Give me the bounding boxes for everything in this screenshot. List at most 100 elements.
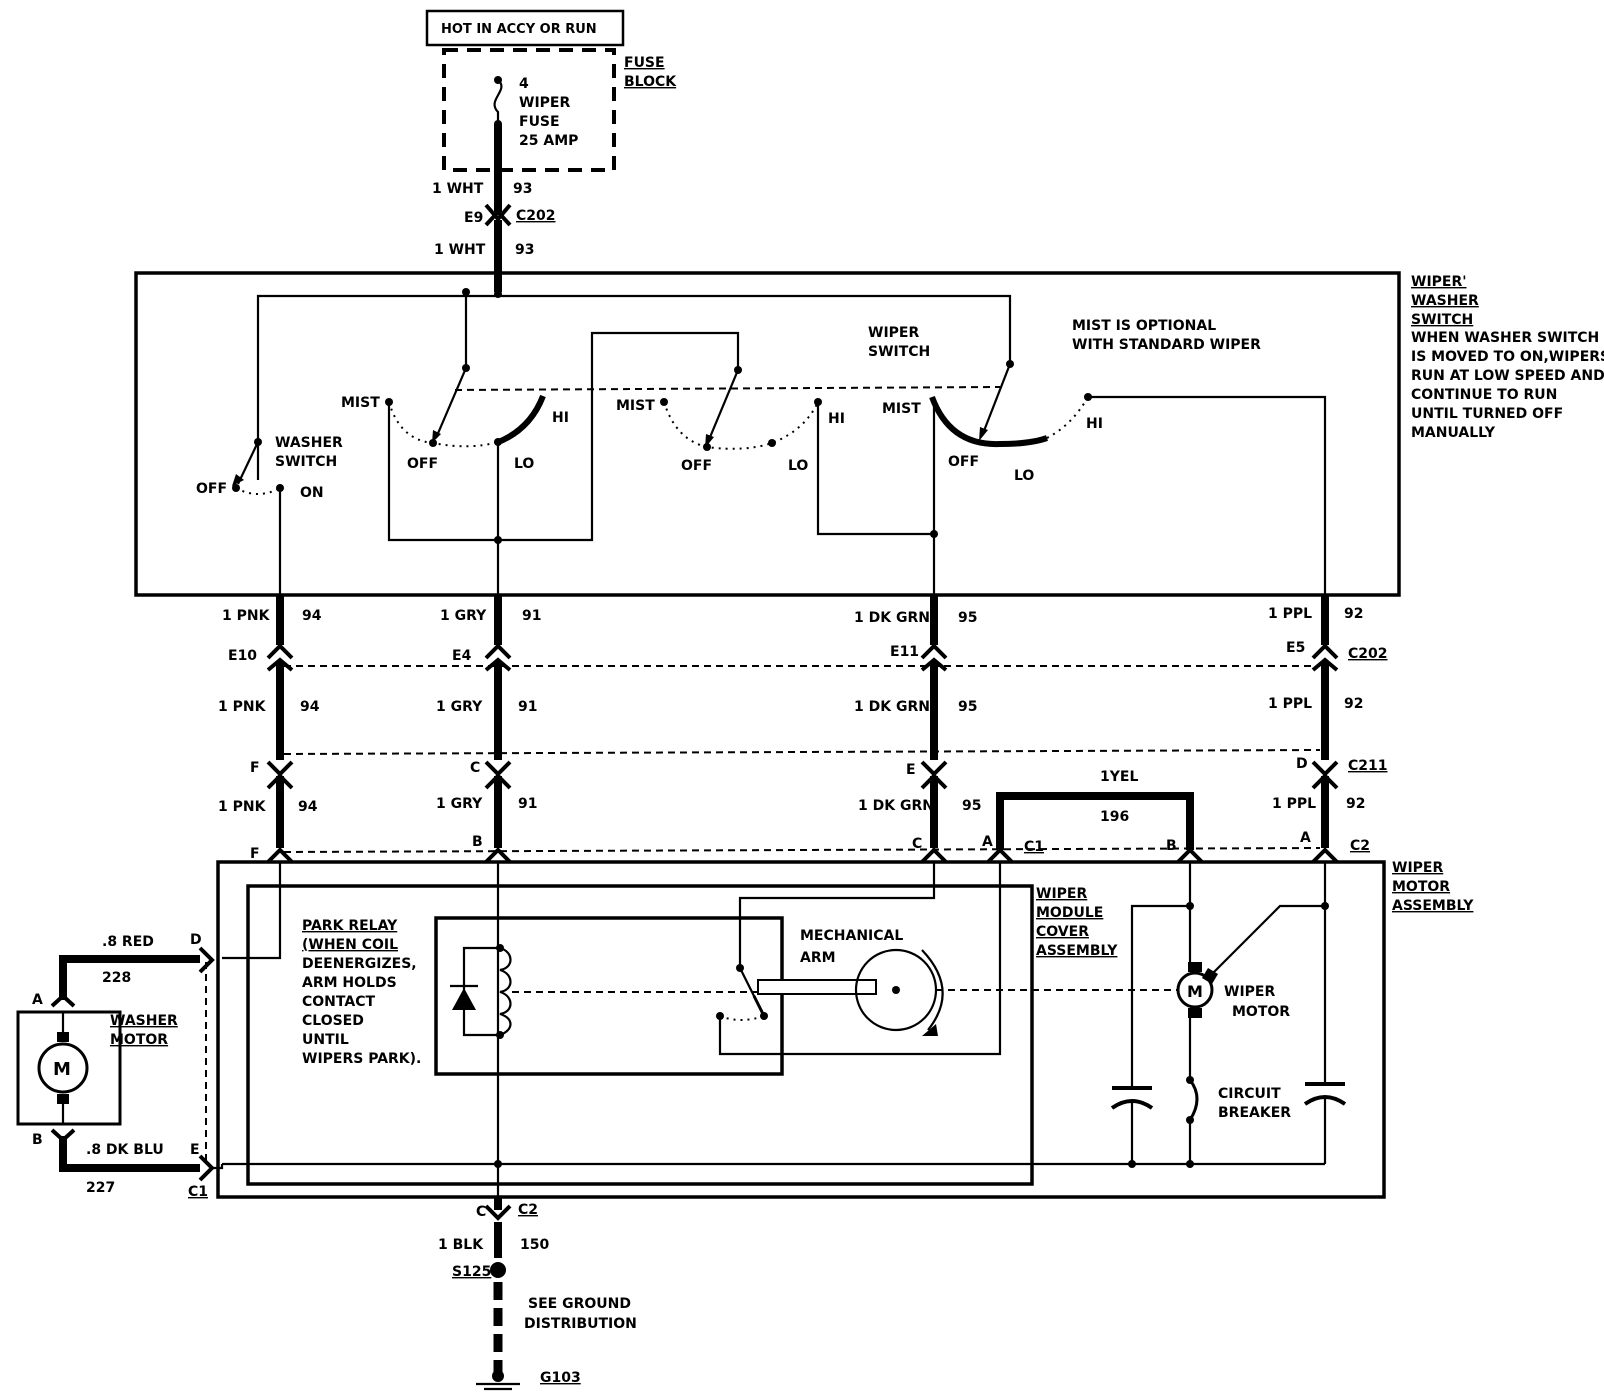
switch-2-travel [663, 401, 819, 450]
lo-label-3: LO [1014, 468, 1034, 484]
ground-bus-node [1128, 1160, 1136, 1168]
wiper-motor-label: WIPER [1224, 984, 1275, 1000]
mist-label-3: MIST [882, 401, 921, 417]
motor-pin: A [1300, 830, 1311, 846]
fuse-name-2: FUSE [519, 114, 560, 130]
motor-assembly-title-2: MOTOR [1392, 879, 1450, 895]
connector-c1-label: C1 [1024, 839, 1044, 855]
washer-motor-icon [37, 1042, 89, 1094]
connector-pin [266, 847, 294, 864]
connector-pin [1311, 847, 1339, 864]
relay-park-wire [718, 862, 1002, 1056]
feed-wire-color-2: 1 WHT [434, 242, 486, 258]
module-cover-title: WIPER [1036, 886, 1087, 902]
feed-circuit-2: 93 [515, 242, 534, 258]
relay-contact-travel [719, 1015, 765, 1021]
washer-c1-label: C1 [188, 1184, 208, 1200]
circuit-wire-color: 1 PNK [218, 799, 267, 815]
motor-pin: F [250, 846, 260, 862]
ground-wire-color: 1 BLK [438, 1237, 484, 1253]
c1-pin-b: B [1166, 838, 1177, 854]
ground-connector-c2 [484, 1204, 512, 1221]
c202-pin: E5 [1286, 640, 1305, 656]
washer-brush [57, 1032, 69, 1042]
washer-off-label: OFF [196, 481, 227, 497]
c211-pin: C [470, 760, 480, 776]
off-label-3: OFF [948, 454, 979, 470]
switch-assembly-title-3: SWITCH [1411, 312, 1473, 328]
connector-c202-row [266, 643, 1339, 672]
washer-red-wire-label: .8 RED [102, 934, 154, 950]
jumper-circuit: 196 [1100, 809, 1129, 825]
circuit-wire-color: 1 PPL [1272, 796, 1316, 812]
switch-assembly-title: WIPER' [1411, 274, 1467, 290]
harness [276, 595, 1329, 848]
c1-pin-a: A [982, 834, 993, 850]
washer-blade-arrow [232, 474, 244, 486]
washer-on-label: ON [300, 485, 324, 501]
motor-mechanical-linkage [512, 989, 1180, 993]
lo-label-2: LO [788, 458, 808, 474]
washer-motor-title-2: MOTOR [110, 1032, 168, 1048]
feed-wire-color: 1 WHT [432, 181, 484, 197]
connector-c211-row [266, 749, 1339, 790]
circuit-number: 92 [1344, 696, 1363, 712]
park-relay-box [434, 916, 784, 1076]
motor-pin: B [472, 834, 483, 850]
relay-coil-loop [462, 946, 500, 1037]
c211-pin: D [1296, 756, 1308, 772]
motor-brush [1188, 1008, 1202, 1018]
mist-junction [930, 530, 938, 538]
park-relay-note-2: (WHEN COIL [302, 937, 398, 953]
motor-brush [1188, 962, 1202, 972]
connector-motor-dash [283, 847, 1321, 853]
switch-3-mist-lo-contact [929, 395, 1048, 448]
switch-1-blade [434, 367, 468, 439]
washer-motor-box [16, 1010, 122, 1126]
circuit-wire-color: 1 DK GRN [858, 798, 934, 814]
circuit-number: 92 [1346, 796, 1365, 812]
connector-c202-label: C202 [1348, 646, 1388, 662]
mist-label-2: MIST [616, 398, 655, 414]
feed-circuit: 93 [513, 181, 532, 197]
wiper-washer-switch-box [134, 271, 1401, 597]
ground-symbol-icon [476, 1382, 520, 1391]
lo-label-1: LO [514, 456, 534, 472]
circuit-wire-color: 1 GRY [436, 796, 483, 812]
circuit-number: 95 [962, 798, 981, 814]
washer-motor-symbol: M [53, 1059, 71, 1080]
washer-switch-travel [235, 487, 281, 495]
ground-terminal [492, 1370, 504, 1382]
module-cover-title-3: COVER [1036, 924, 1089, 940]
switch-3-blade-arrow [979, 427, 988, 441]
circuit-wire-color: 1 DK GRN [854, 610, 930, 626]
fuse-rating: 25 AMP [519, 133, 578, 149]
washer-red-wire [59, 955, 200, 1000]
c211-pin: E [906, 762, 916, 778]
park-relay-note-4: ARM HOLDS [302, 975, 397, 991]
switch-3-blade [980, 363, 1012, 437]
washer-blu-wire-label: .8 DK BLU [86, 1142, 164, 1158]
fuse-block-title-2: BLOCK [624, 74, 677, 90]
module-cover-title-2: MODULE [1036, 905, 1103, 921]
feed-pin: E9 [464, 210, 483, 226]
washer-c1-pin-d: D [190, 932, 202, 948]
circuit-number: 91 [518, 796, 537, 812]
washer-blu-wire [59, 1136, 200, 1172]
switch-note-5: UNTIL TURNED OFF [1411, 406, 1563, 422]
switch-2-hi-wire [816, 402, 934, 536]
circuit-number: 95 [958, 699, 977, 715]
fuse-name: WIPER [519, 95, 570, 111]
switch-1-blade-arrow [432, 430, 441, 443]
wiper-motor-label-2: MOTOR [1232, 1004, 1290, 1020]
park-relay-note-3: DEENERGIZES, [302, 956, 417, 972]
hi-label-2: HI [828, 411, 845, 427]
circuit-wire-color: 1 DK GRN [854, 699, 930, 715]
splice-s125 [490, 1262, 506, 1278]
mechanical-arm-bar [757, 979, 877, 995]
washer-red-circuit: 228 [102, 970, 131, 986]
wiper-switch-label: WIPER [868, 325, 919, 341]
fuse-number: 4 [519, 76, 529, 92]
ground-pin: C [476, 1204, 486, 1220]
